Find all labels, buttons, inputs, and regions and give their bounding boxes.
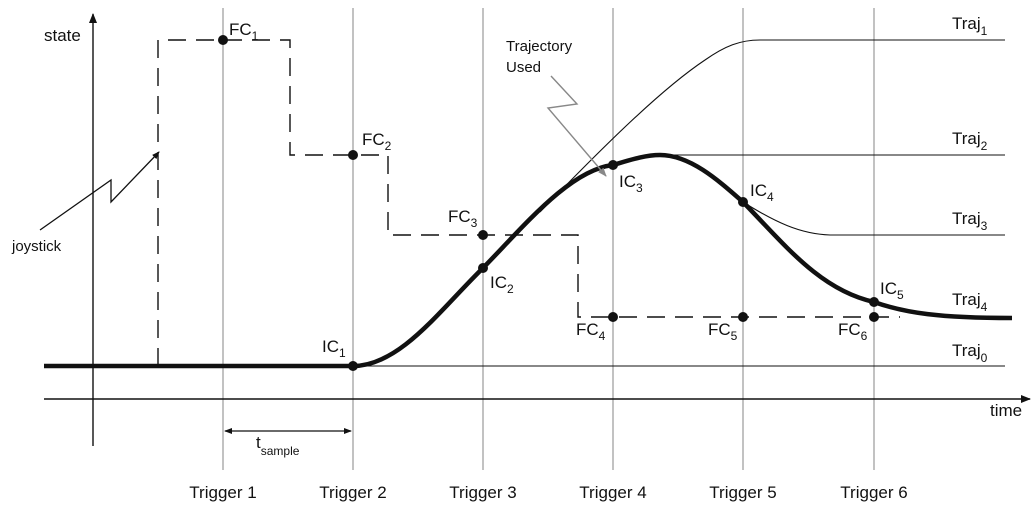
fc-4-label: FC4 xyxy=(576,320,606,343)
t-sample-label: tsample xyxy=(256,433,300,458)
final-conditions: FC1 FC2 FC3 FC4 FC5 FC6 xyxy=(218,20,879,343)
trigger-5-label: Trigger 5 xyxy=(709,483,776,502)
traj-0-label: Traj0 xyxy=(952,341,988,365)
thin-trajectories xyxy=(353,39,1005,367)
joystick-label: joystick xyxy=(11,238,62,255)
fc-4-point xyxy=(608,312,618,322)
fc-6-label: FC6 xyxy=(838,320,868,343)
joystick-symbol xyxy=(39,151,160,231)
fc-3-label: FC3 xyxy=(448,207,478,230)
initial-conditions: IC1 IC2 IC3 IC4 IC5 xyxy=(322,160,904,371)
traj-4-label: Traj4 xyxy=(952,290,988,314)
ic-2-point xyxy=(478,263,488,273)
fc-3-point xyxy=(478,230,488,240)
ic-3-label: IC3 xyxy=(619,172,643,195)
joystick-signal xyxy=(157,39,900,366)
trigger-4-label: Trigger 4 xyxy=(579,483,646,502)
fc-1-point xyxy=(218,35,228,45)
traj-1-line xyxy=(539,39,1005,213)
ic-3-point xyxy=(608,160,618,170)
ic-2-label: IC2 xyxy=(490,273,514,296)
trajectory-used-label-1: Trajectory xyxy=(506,38,573,55)
ic-5-label: IC5 xyxy=(880,279,904,302)
fc-1-label: FC1 xyxy=(229,20,259,43)
traj-2-label: Traj2 xyxy=(952,129,988,153)
ic-1-point xyxy=(348,361,358,371)
trigger-labels: Trigger 1 Trigger 2 Trigger 3 Trigger 4 … xyxy=(189,483,907,502)
trigger-1-label: Trigger 1 xyxy=(189,483,256,502)
trajectory-used-arrow xyxy=(546,75,607,177)
trigger-2-label: Trigger 2 xyxy=(319,483,386,502)
traj-3-line xyxy=(742,201,1005,236)
ic-5-point xyxy=(869,297,879,307)
x-axis-label: time xyxy=(990,401,1022,420)
traj-1-label: Traj1 xyxy=(952,14,988,38)
fc-5-point xyxy=(738,312,748,322)
fc-2-point xyxy=(348,150,358,160)
fc-5-label: FC5 xyxy=(708,320,738,343)
trigger-6-label: Trigger 6 xyxy=(840,483,907,502)
trajectory-used-label-2: Used xyxy=(506,59,541,76)
fc-6-point xyxy=(869,312,879,322)
trajectory-labels: Traj1 Traj2 Traj3 Traj4 Traj0 xyxy=(952,14,988,365)
ic-4-point xyxy=(738,197,748,207)
ic-1-label: IC1 xyxy=(322,337,346,360)
ic-4-label: IC4 xyxy=(750,181,774,204)
traj-3-label: Traj3 xyxy=(952,209,988,233)
y-axis-label: state xyxy=(44,26,81,45)
fc-2-label: FC2 xyxy=(362,130,392,153)
trigger-3-label: Trigger 3 xyxy=(449,483,516,502)
